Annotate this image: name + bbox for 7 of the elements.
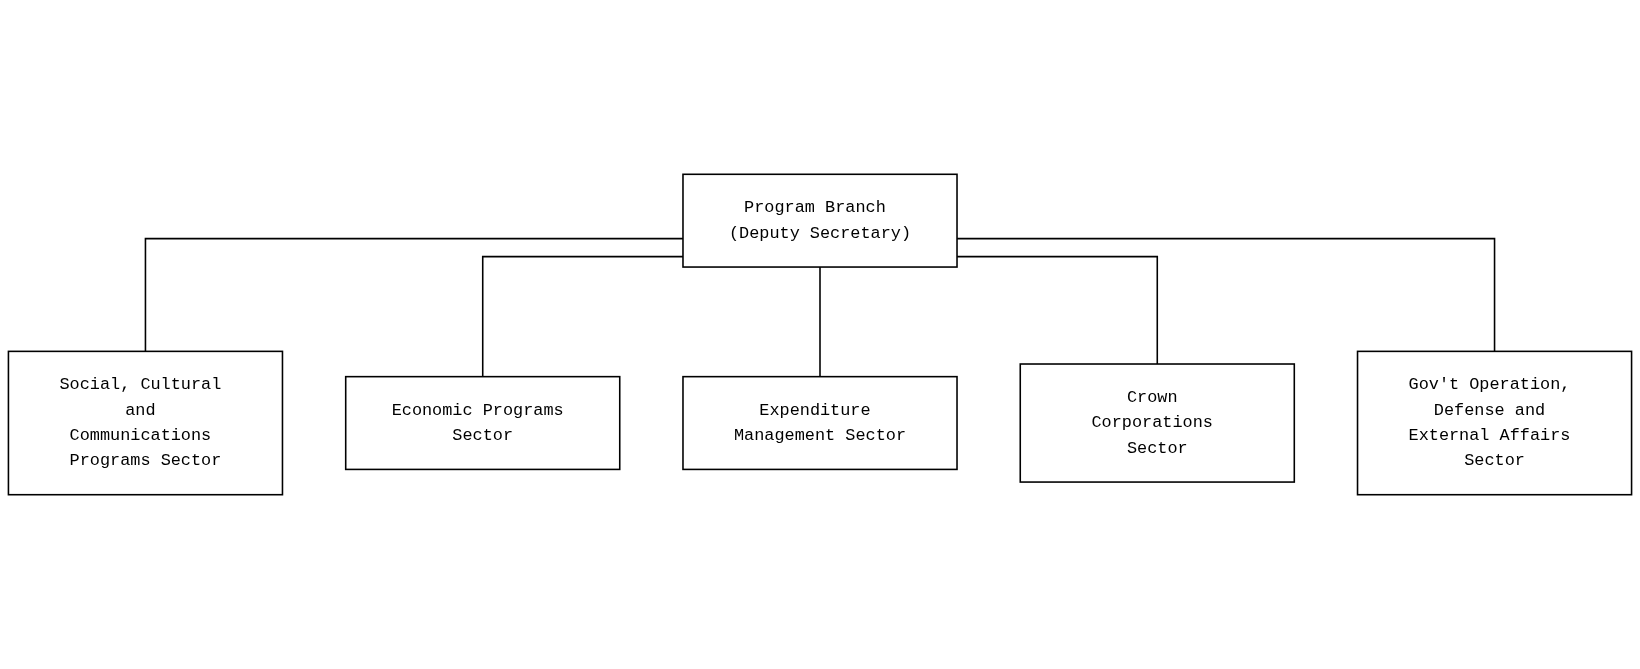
connector — [819, 266, 821, 378]
node-box: Expenditure Management Sector — [682, 375, 958, 471]
node-box: Crown Corporations Sector — [1019, 363, 1296, 483]
node-box: Program Branch (Deputy Secretary) — [682, 173, 958, 268]
node-box: Gov't Operation, Defense and External Affairs Sector — [1356, 350, 1633, 496]
node-box: Social, Cultural and Communications Programs Sector — [7, 350, 284, 496]
node-box: Economic Programs Sector — [344, 375, 621, 471]
